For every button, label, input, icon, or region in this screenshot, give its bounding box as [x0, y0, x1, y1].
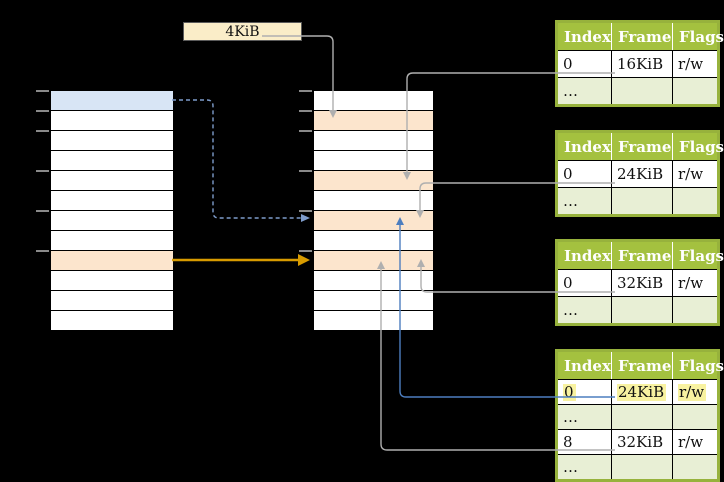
memory-row: [314, 131, 433, 151]
boundary-tick: [299, 250, 312, 252]
memory-row: [314, 251, 433, 271]
flags-value: r/w: [678, 382, 707, 401]
flags-value: r/w: [678, 273, 704, 292]
boundary-tick: [299, 110, 312, 112]
table-row-highlighted: 0 24KiB r/w: [558, 379, 717, 404]
table-row: 0 32KiB r/w: [558, 269, 717, 296]
index-value: 0: [563, 382, 576, 401]
memory-row: [51, 211, 173, 231]
header-flags: Flags: [672, 242, 724, 269]
header-index: Index: [564, 246, 611, 265]
memory-row: [51, 291, 173, 311]
table-row-ellipsis: …: [558, 187, 717, 214]
memory-row: [51, 311, 173, 331]
table-header-row: Index Frame Flags: [558, 133, 724, 160]
header-flags: Flags: [672, 133, 724, 160]
index-value: 8: [563, 432, 573, 451]
boundary-tick: [36, 90, 49, 92]
memory-row: [51, 111, 173, 131]
memory-row: [51, 231, 173, 251]
page-table-2: Index Frame Flags 0 24KiB r/w …: [555, 130, 724, 217]
page-size-text: 4KiB: [225, 23, 260, 40]
memory-row: [314, 211, 433, 231]
table-row-ellipsis: …: [558, 404, 717, 429]
arrowhead-right-icon: [301, 214, 310, 222]
boundary-tick: [36, 130, 49, 132]
index-value: …: [563, 300, 578, 319]
page-table-1: Index Frame Flags 0 16KiB r/w …: [555, 20, 724, 107]
memory-row: [51, 91, 173, 111]
index-value: 0: [563, 54, 573, 73]
index-value: …: [563, 81, 578, 100]
virtual-memory-column: [36, 90, 174, 332]
physical-memory-column: [299, 90, 434, 332]
index-value: …: [563, 407, 578, 426]
index-value: 0: [563, 273, 573, 292]
flags-value: r/w: [678, 164, 704, 183]
memory-row: [314, 111, 433, 131]
index-value: …: [563, 191, 578, 210]
frame-value: 32KiB: [617, 273, 664, 292]
boundary-tick: [299, 170, 312, 172]
table-row-ellipsis: …: [558, 296, 717, 323]
header-flags: Flags: [672, 352, 724, 379]
frame-value: 16KiB: [617, 54, 664, 73]
memory-row: [314, 171, 433, 191]
flags-value: r/w: [678, 432, 704, 451]
boundary-tick: [299, 210, 312, 212]
boundary-tick: [299, 130, 312, 132]
header-frame: Frame: [611, 133, 672, 160]
memory-row: [51, 251, 173, 271]
table-row: 8 32KiB r/w: [558, 429, 717, 454]
arrowhead-right-icon: [298, 254, 310, 266]
table-header-row: Index Frame Flags: [558, 23, 724, 50]
header-index: Index: [564, 27, 611, 46]
memory-row: [51, 171, 173, 191]
boundary-tick: [36, 110, 49, 112]
memory-row: [314, 311, 433, 331]
memory-row: [314, 291, 433, 311]
frame-value: 32KiB: [617, 432, 664, 451]
boundary-tick: [299, 90, 312, 92]
boundary-tick: [36, 250, 49, 252]
memory-row: [314, 151, 433, 171]
page-size-label: 4KiB: [183, 22, 302, 41]
frame-value: 24KiB: [617, 382, 667, 401]
flags-value: r/w: [678, 54, 704, 73]
header-frame: Frame: [611, 23, 672, 50]
memory-row: [51, 151, 173, 171]
boundary-tick: [36, 170, 49, 172]
connector-virtual-page-dashed: [172, 99, 301, 219]
header-frame: Frame: [611, 242, 672, 269]
table-row-ellipsis: …: [558, 77, 717, 104]
memory-row: [314, 271, 433, 291]
memory-row: [314, 231, 433, 251]
index-value: …: [563, 457, 578, 476]
table-row: 0 24KiB r/w: [558, 160, 717, 187]
index-value: 0: [563, 164, 573, 183]
page-table-4: Index Frame Flags 0 24KiB r/w … 8 32KiB …: [555, 349, 724, 482]
table-row: 0 16KiB r/w: [558, 50, 717, 77]
memory-row: [51, 271, 173, 291]
table-header-row: Index Frame Flags: [558, 242, 724, 269]
header-index: Index: [564, 356, 611, 375]
page-table-3: Index Frame Flags 0 32KiB r/w …: [555, 239, 724, 326]
memory-row: [314, 191, 433, 211]
frame-value: 24KiB: [617, 164, 664, 183]
memory-row: [51, 191, 173, 211]
table-header-row: Index Frame Flags: [558, 352, 724, 379]
boundary-tick: [36, 210, 49, 212]
header-flags: Flags: [672, 23, 724, 50]
header-index: Index: [564, 137, 611, 156]
table-row-ellipsis: …: [558, 454, 717, 479]
memory-row: [51, 131, 173, 151]
header-frame: Frame: [611, 352, 672, 379]
memory-row: [314, 91, 433, 111]
